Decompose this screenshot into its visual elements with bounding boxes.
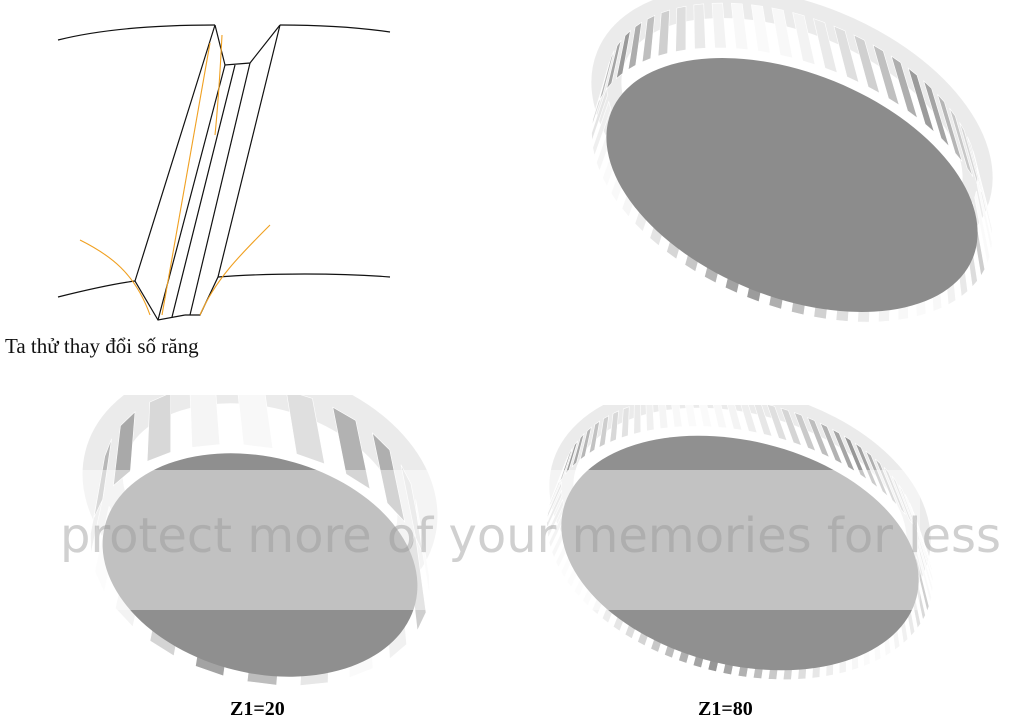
gear-tooth [592, 100, 612, 157]
tooth-profile-sketch [57, 24, 391, 321]
gear-tooth [883, 467, 906, 515]
gear-tooth [594, 62, 610, 114]
gear-tooth [740, 405, 758, 434]
gear-tooth [771, 7, 794, 59]
gear-tooth [332, 406, 371, 490]
gear-tooth [916, 521, 933, 574]
gear-tooth [564, 440, 578, 475]
gear-tooth [112, 410, 136, 487]
body-text-line: Ta thử thay đổi số răng [5, 334, 199, 358]
gear-tooth [658, 405, 669, 430]
helical-gear-large [591, 0, 993, 323]
gear-tooth [872, 44, 900, 106]
gear-tooth [588, 420, 601, 454]
gear-tooth [146, 395, 172, 462]
gear-tooth [698, 405, 713, 428]
gear-tooth [685, 405, 698, 427]
gear-tooth [711, 2, 727, 49]
gear-tooth [371, 432, 406, 523]
gear-tooth [865, 450, 889, 497]
gear-tooth [807, 417, 830, 458]
gear-tooth [675, 5, 687, 52]
gear-tooth [754, 405, 773, 437]
gear-tooth [657, 9, 670, 57]
gear-tooth [415, 499, 430, 597]
gear-tooth [237, 395, 274, 449]
gear-tooth [554, 455, 569, 491]
gear-tooth [559, 448, 573, 483]
gear-tooth [767, 405, 788, 442]
helical-gear-z20 [82, 395, 438, 686]
gear-tooth [751, 4, 771, 54]
gear-tooth [959, 122, 982, 193]
gear-tooth [189, 395, 221, 448]
gear-tooth [621, 406, 630, 439]
gear-tooth [606, 39, 622, 90]
gear-tooth [907, 67, 935, 133]
gear-tooth [641, 15, 656, 63]
gear-tooth [974, 190, 991, 266]
gear-tooth [546, 481, 562, 519]
gear-tooth [972, 150, 992, 223]
caption-z20: Z1=20 [230, 698, 285, 720]
gear-tooth [609, 410, 619, 443]
gear-tooth [793, 412, 817, 452]
gear-tooth [792, 12, 816, 66]
gear-tooth [671, 405, 683, 428]
gear-tooth [726, 405, 743, 431]
gear-tooth [546, 489, 563, 529]
gear-tooth [832, 428, 856, 473]
gear-tooth [890, 55, 919, 119]
gear-tooth [93, 438, 112, 518]
gear-tooth [591, 87, 608, 142]
gear-tooth [547, 498, 564, 539]
gear-tooth [633, 405, 642, 435]
gear-tooth [579, 426, 592, 461]
caption-z80: Z1=80 [698, 698, 753, 720]
gear-tooth [627, 21, 643, 71]
gear-tooth [917, 548, 932, 603]
gear-tooth [854, 442, 879, 489]
gear-tooth [645, 405, 655, 432]
gear-tooth [730, 2, 749, 51]
gear-tooth [598, 415, 610, 449]
gear-tooth [780, 407, 802, 446]
gear-tooth [286, 395, 325, 465]
helical-gear-z80 [546, 405, 934, 680]
gear-tooth [918, 539, 934, 594]
gear-tooth [875, 458, 898, 506]
gear-tooth [891, 475, 914, 525]
gear-tooth [937, 94, 963, 162]
gear-tooth [813, 18, 838, 74]
gear-tooth [976, 178, 993, 251]
gear-tooth [976, 164, 993, 237]
gear-tooth [615, 29, 631, 80]
gear-tooth [853, 34, 881, 94]
gear-tooth [598, 50, 615, 101]
gear-tooth [712, 405, 728, 429]
gear-tooth [571, 432, 585, 468]
gear-tooth [843, 435, 868, 481]
gear-tooth [923, 79, 950, 147]
gear-tooth [833, 25, 860, 83]
gear-tooth [819, 422, 844, 465]
gear-tooth [949, 108, 974, 177]
gear-tooth [693, 3, 706, 50]
gear-tooth [917, 530, 934, 584]
